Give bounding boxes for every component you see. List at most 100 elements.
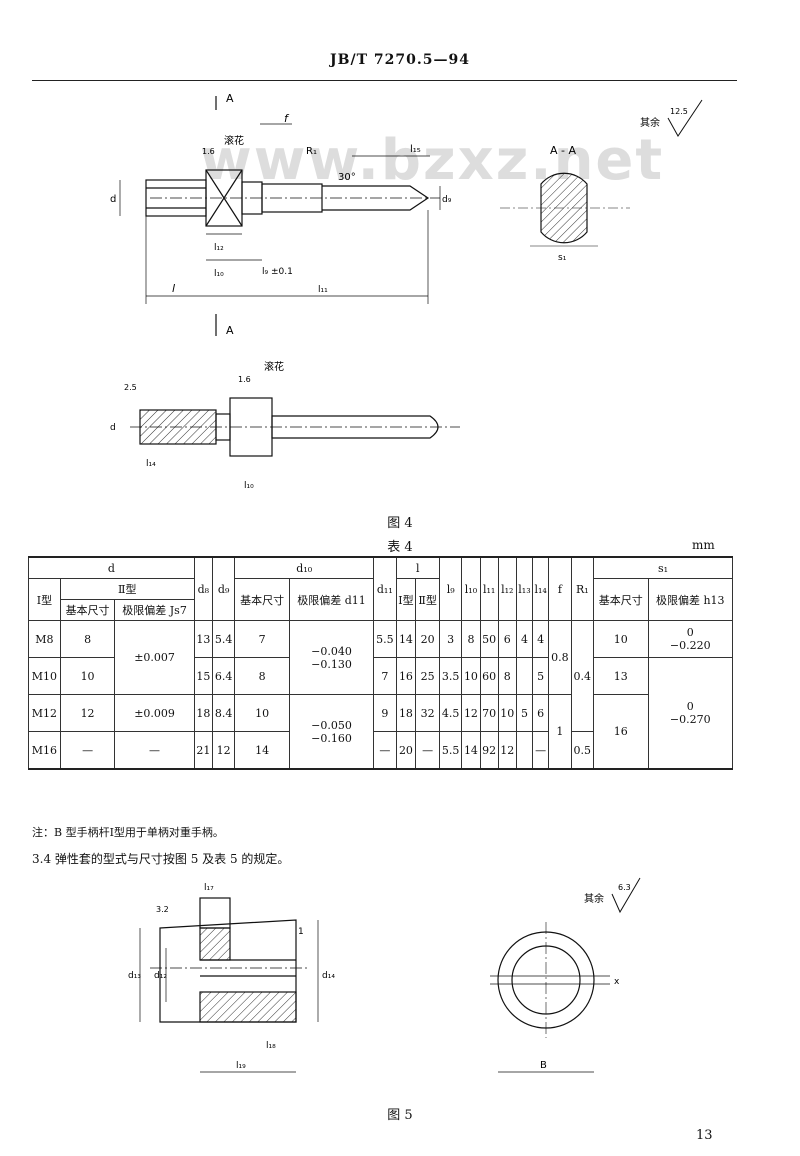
th-d: d — [28, 556, 195, 579]
cell: ±0.009 — [114, 694, 195, 732]
dim-d: d — [110, 194, 116, 205]
cell: 8.4 — [211, 694, 236, 732]
th-r1: R₁ — [570, 556, 595, 621]
roughness-symbol-icon — [667, 99, 703, 137]
cell: 10 — [59, 657, 116, 695]
figure-5-drawing: l₁₇ 3.2 1 d₁₃ d₁₂ d₁₄ l₁₈ l₁₉ 其余 6.3 x B — [128, 877, 641, 1073]
cell: 13 — [593, 657, 649, 695]
cell: — — [373, 731, 397, 770]
knurl2-label: 滚花 — [264, 360, 284, 373]
cell: 14 — [395, 620, 417, 658]
cell: M10 — [28, 657, 61, 695]
cell: 9 — [373, 694, 397, 732]
cell: 5.5 — [438, 731, 463, 770]
cell: 0.4 — [570, 620, 595, 732]
cell: −0.040 −0.130 — [288, 620, 375, 695]
cell: 7 — [373, 657, 397, 695]
th-d-limit: 极限偏差 Js7 — [114, 599, 195, 621]
cell: 60 — [479, 657, 499, 695]
cell: 13 — [193, 620, 213, 658]
roughness-c: 1.6 — [238, 375, 251, 384]
cell: 14 — [234, 731, 290, 770]
dim-b: B — [540, 1060, 547, 1071]
roughness-b: 2.5 — [124, 383, 137, 392]
cell: 3.5 — [438, 657, 463, 695]
cell: 4.5 — [438, 694, 463, 732]
cell: 0 −0.220 — [647, 620, 734, 658]
cell: 18 — [395, 694, 417, 732]
section-mark-bottom: A — [226, 324, 234, 337]
dim-l15: l₁₅ — [410, 144, 421, 155]
cell: 12 — [59, 694, 116, 732]
dim-l14: l₁₄ — [146, 459, 156, 469]
cell: 21 — [193, 731, 213, 770]
th-f: f — [548, 556, 572, 621]
cell: 5 — [532, 657, 550, 695]
dim-d12: d₁₂ — [154, 971, 167, 981]
table-row: M10 10 15 6.4 8 7 16 25 3.5 10 60 8 5 13… — [28, 657, 734, 770]
dim-l12: l₁₂ — [214, 243, 224, 253]
elastic-sleeve-section — [150, 897, 310, 1023]
cell: 50 — [479, 620, 499, 658]
cell: 7 — [234, 620, 290, 658]
cell: 20 — [395, 731, 417, 770]
table-row: M8 8 ±0.007 13 5.4 7 −0.040 −0.130 5.5 1… — [28, 620, 734, 732]
dim-d-lower: d — [110, 423, 116, 433]
standard-header: JB/T 7270.5—94 — [330, 52, 470, 68]
cell: ±0.007 — [114, 620, 195, 695]
cell: 5.5 — [373, 620, 397, 658]
th-l: l — [395, 556, 440, 579]
th-d9: d₉ — [211, 556, 236, 621]
th-s1-basic: 基本尺寸 — [593, 578, 649, 621]
cell: 0.5 — [570, 731, 595, 770]
th-l11: l₁₁ — [479, 556, 499, 621]
cell: 70 — [479, 694, 499, 732]
th-d-basic: 基本尺寸 — [59, 599, 116, 621]
th-d10-limit: 极限偏差 d11 — [288, 578, 375, 621]
cell: 6 — [497, 620, 517, 658]
dim-l10: l₁₀ — [214, 269, 224, 279]
section-aa-view — [500, 172, 630, 247]
cell: 4 — [532, 620, 550, 658]
figure-4-drawing: A A 滚花 1.6 f R₁ l₁₅ 30° d d₉ l₁₂ l₁₀ l₉ … — [110, 92, 703, 491]
cell: 12 — [461, 694, 481, 732]
cell: 10 — [497, 694, 517, 732]
fig5-dimensions — [139, 920, 319, 1073]
cell: 16 — [593, 694, 649, 770]
cell: 5 — [515, 694, 534, 732]
cell: M12 — [28, 694, 61, 732]
fig4-dimensions — [119, 123, 441, 304]
angle-30: 30° — [338, 172, 356, 183]
cell: 12 — [211, 731, 236, 770]
table-4: d d₈ d₉ d₁₀ d₁₁ l l₉ l₁₀ l₁₁ l₁₂ l₁₃ l₁₄… — [28, 556, 734, 770]
cell: — — [415, 731, 440, 770]
table-row: M12 12 ±0.009 18 8.4 10 −0.050 −0.160 9 … — [28, 694, 733, 770]
roughness-other-value-fig5: 6.3 — [618, 883, 631, 892]
section-3-4: 3.4 弹性套的型式与尺寸按图 5 及表 5 的规定。 — [32, 852, 290, 866]
dim-f: f — [284, 112, 290, 125]
th-l12: l₁₂ — [497, 556, 517, 621]
cell: 8 — [59, 620, 116, 658]
th-s1: s₁ — [593, 556, 733, 579]
roughness-a: 1.6 — [202, 147, 215, 156]
figure-5-caption: 图 5 — [387, 1108, 413, 1123]
cell: 14 — [461, 731, 481, 770]
dim-l10-lower: l₁₀ — [244, 481, 254, 491]
th-s1-limit: 极限偏差 h13 — [647, 578, 734, 621]
handle-bar-main-view — [145, 96, 440, 336]
dim-d14: d₁₄ — [322, 971, 335, 981]
cell: 32 — [415, 694, 440, 732]
cell: 3 — [438, 620, 463, 658]
th-l14: l₁₄ — [532, 556, 550, 621]
cell: 8 — [497, 657, 517, 695]
cell — [515, 731, 534, 770]
header-rule — [32, 80, 737, 81]
table-row: M16 — — 21 12 14 — 20 — 5.5 14 92 12 — 0… — [28, 731, 733, 770]
figure-4-caption: 图 4 — [387, 516, 413, 531]
cell: 16 — [395, 657, 417, 695]
cell: 1 — [548, 694, 572, 770]
roughness-other-value: 12.5 — [670, 107, 688, 116]
dim-l: l — [172, 282, 175, 295]
section-mark-top: A — [226, 92, 234, 105]
callout-1: 1 — [298, 927, 304, 937]
